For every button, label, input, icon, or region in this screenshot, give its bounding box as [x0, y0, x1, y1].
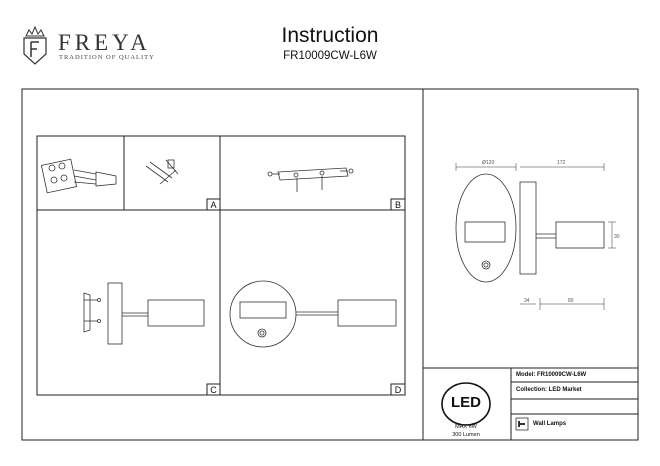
- led-label: LED: [451, 394, 481, 411]
- step-label-a: A: [210, 200, 217, 210]
- wall-lamp-icon: [515, 417, 529, 431]
- step-label-d: D: [394, 385, 402, 395]
- page-title: Instruction: [281, 24, 379, 47]
- freya-logo-crest-icon: [23, 25, 47, 65]
- led-power: MAX 6W: [455, 424, 477, 430]
- dim-height-label: 30: [614, 234, 620, 240]
- dim-length-label: 172: [557, 160, 566, 166]
- step-label-b: B: [394, 200, 401, 210]
- step-label-c: C: [210, 385, 217, 395]
- brand-tagline: TRADITION OF QUALITY: [59, 54, 155, 61]
- led-lumen: 300 Lumen: [452, 432, 480, 438]
- dim-arm-label: 80: [568, 298, 574, 304]
- brand-name: FREYA: [58, 30, 151, 55]
- info-model: Model: FR10009CW-L6W: [516, 372, 587, 378]
- info-category: Wall Lamps: [533, 421, 567, 427]
- model-number: FR10009CW-L6W: [283, 50, 377, 62]
- dim-width-label: Ø120: [482, 160, 494, 166]
- info-collection: Collection: LED Market: [516, 387, 582, 393]
- dim-depth-label: 34: [524, 298, 530, 304]
